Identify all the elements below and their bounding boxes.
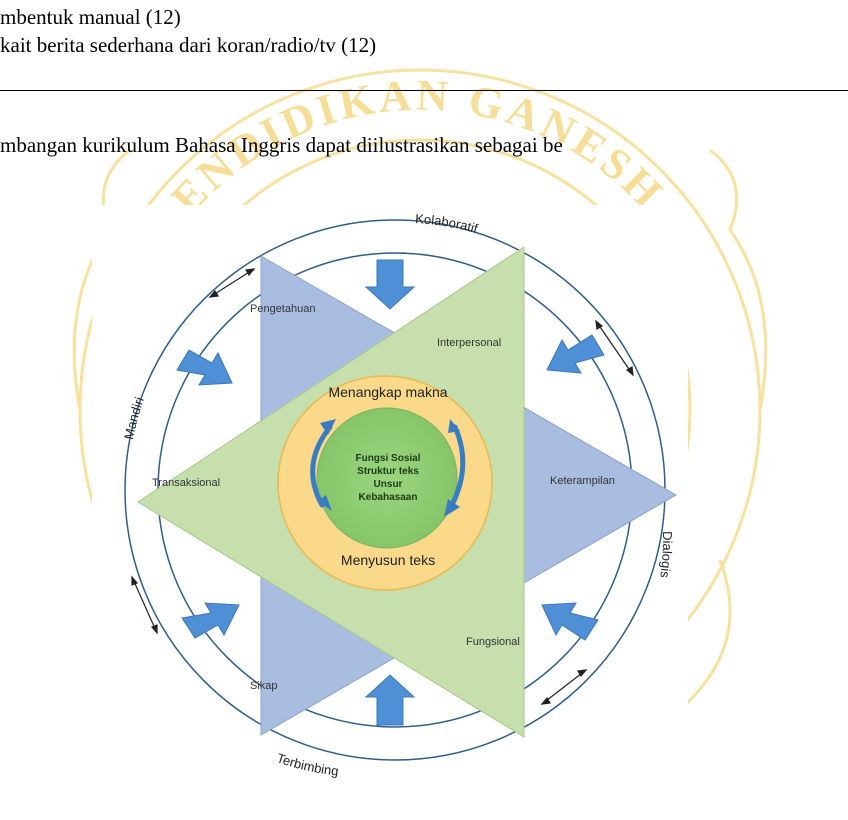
label-pengetahuan: Pengetahuan xyxy=(250,303,315,315)
svg-text:Kebahasaan: Kebahasaan xyxy=(359,492,418,503)
svg-text:Fungsi Sosial: Fungsi Sosial xyxy=(355,453,420,464)
label-sikap: Sikap xyxy=(250,680,278,692)
doc-line-2: kait berita sederhana dari koran/radio/t… xyxy=(0,33,377,57)
label-fungsional: Fungsional xyxy=(466,636,520,648)
inner-label-top: Menangkap makna xyxy=(328,384,447,400)
ring-double-arrows xyxy=(131,268,634,705)
svg-text:Unsur: Unsur xyxy=(374,479,403,490)
doc-line-1: mbentuk manual (12) xyxy=(0,5,181,29)
label-keterampilan: Keterampilan xyxy=(550,475,615,487)
intro-paragraph: mbangan kurikulum Bahasa Inggris dapat d… xyxy=(0,133,563,157)
curriculum-diagram: Kolaboratif Mandiri Dialogis Terbimbing … xyxy=(92,205,688,785)
ring-label-terbimbing: Terbimbing xyxy=(275,750,339,778)
cycle-arrowheads xyxy=(318,419,460,517)
label-transaksional: Transaksional xyxy=(152,477,220,489)
inner-label-bottom: Menyusun teks xyxy=(341,552,435,568)
core-circle xyxy=(316,407,458,549)
ring-label-dialogis: Dialogis xyxy=(657,531,675,579)
label-interpersonal: Interpersonal xyxy=(437,337,501,349)
inward-arrows xyxy=(176,259,605,726)
cycle-arrows xyxy=(310,424,466,508)
horizontal-rule xyxy=(0,90,848,91)
core-text: Fungsi Sosial Struktur teks Unsur Kebaha… xyxy=(355,453,420,503)
svg-text:Struktur teks: Struktur teks xyxy=(357,466,419,477)
